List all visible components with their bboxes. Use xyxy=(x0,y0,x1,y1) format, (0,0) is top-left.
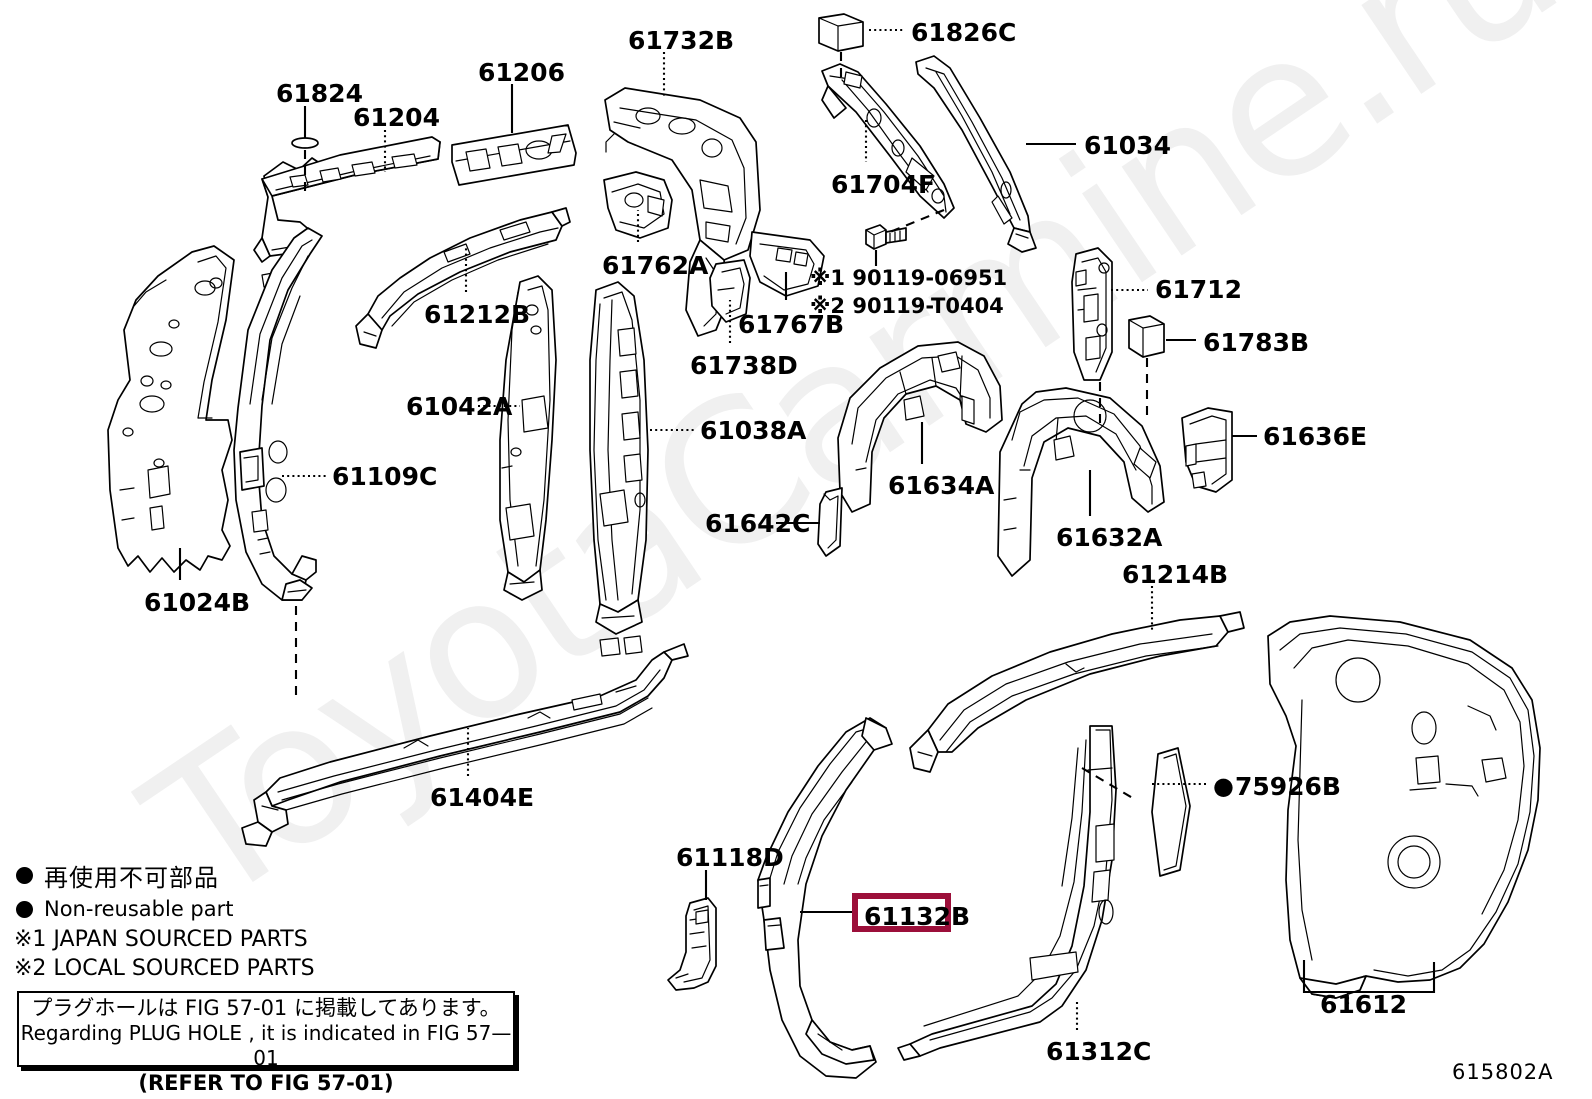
part-number-61783B[interactable]: 61783B xyxy=(1203,328,1310,357)
bolt-spec-line-1: ※1 90119-06951 xyxy=(810,266,1008,290)
part-shape-61118D xyxy=(667,897,717,991)
part-number-61038A[interactable]: 61038A xyxy=(700,416,807,445)
note-line-refer: (REFER TO FIG 57-01) xyxy=(138,1071,394,1095)
part-number-61214B[interactable]: 61214B xyxy=(1122,560,1229,589)
part-shape-75926B xyxy=(1151,747,1191,877)
part-number-61732B[interactable]: 61732B xyxy=(628,26,735,55)
highlighted-part-61132B[interactable]: 61132B xyxy=(852,893,970,932)
part-shape-61042A xyxy=(499,275,557,601)
part-shape-61034 xyxy=(915,55,1037,253)
part-number-61212B[interactable]: 61212B xyxy=(424,300,531,329)
legend-row-en: Non-reusable part xyxy=(16,897,233,921)
part-shape-61738D xyxy=(709,259,751,323)
legend: 再使用不可部品 Non-reusable part xyxy=(16,858,233,925)
part-number-61042A[interactable]: 61042A xyxy=(406,392,513,421)
part-shape-61404E xyxy=(241,643,689,847)
part-number-61826C[interactable]: 61826C xyxy=(911,18,1017,47)
part-number-61109C[interactable]: 61109C xyxy=(332,462,438,491)
part-shape-61824 xyxy=(291,137,319,149)
figure-code: 615802A xyxy=(1452,1060,1554,1084)
legend-label-jp: 再使用不可部品 xyxy=(44,864,219,892)
note-line-en: Regarding PLUG HOLE , it is indicated in… xyxy=(20,1021,512,1070)
part-shape-61826C xyxy=(818,13,864,52)
part-number-75926B[interactable]: 75926B xyxy=(1213,772,1341,801)
legend-label-en: Non-reusable part xyxy=(44,897,234,921)
part-number-61312C[interactable]: 61312C xyxy=(1046,1037,1152,1066)
bolt-spec-line-2: ※2 90119-T0404 xyxy=(810,294,1004,318)
part-number-61704F[interactable]: 61704F xyxy=(831,170,936,199)
part-number-61738D[interactable]: 61738D xyxy=(690,351,798,380)
part-shape-61767B xyxy=(749,231,825,297)
part-number-61612[interactable]: 61612 xyxy=(1320,990,1407,1019)
part-number-61034[interactable]: 61034 xyxy=(1084,131,1171,160)
part-shape-61704F xyxy=(821,63,955,219)
part-number-61632A[interactable]: 61632A xyxy=(1056,523,1163,552)
part-shape-61634A xyxy=(837,341,1003,513)
note-line-jp: プラグホールは FIG 57-01 に掲載してあります。 xyxy=(31,996,501,1020)
part-number-61118D[interactable]: 61118D xyxy=(676,843,784,872)
part-number-61762A[interactable]: 61762A xyxy=(602,251,709,280)
part-shape-61762A xyxy=(603,171,673,239)
highlighted-part-number: 61132B xyxy=(864,902,971,931)
legend-row-jp: 再使用不可部品 xyxy=(16,858,233,893)
part-number-61206[interactable]: 61206 xyxy=(478,58,565,87)
part-shape-61024B xyxy=(107,245,235,573)
part-number-61712[interactable]: 61712 xyxy=(1155,275,1242,304)
part-number-61636E[interactable]: 61636E xyxy=(1263,422,1368,451)
part-number-61404E[interactable]: 61404E xyxy=(430,783,535,812)
part-shape-61642C xyxy=(817,487,843,557)
sourced-parts-line-2: ※2 LOCAL SOURCED PARTS xyxy=(14,956,315,981)
part-shape-61109C xyxy=(233,227,323,601)
part-shape-61132B xyxy=(757,717,893,1079)
part-shape-61612 xyxy=(1267,615,1541,999)
non-reusable-dot-icon-2 xyxy=(16,900,33,918)
sourced-parts-note: ※1 JAPAN SOURCED PARTS ※2 LOCAL SOURCED … xyxy=(14,925,315,983)
part-shape-61636E xyxy=(1181,407,1233,493)
sourced-parts-line-1: ※1 JAPAN SOURCED PARTS xyxy=(14,927,308,952)
part-number-61204[interactable]: 61204 xyxy=(353,103,440,132)
part-number-61024B[interactable]: 61024B xyxy=(144,588,251,617)
plug-hole-note-box: プラグホールは FIG 57-01 に掲載してあります。 Regarding P… xyxy=(17,991,515,1095)
part-shape-bolt-90119 xyxy=(865,224,907,250)
bolt-spec-note: ※1 90119-06951 ※2 90119-T0404 xyxy=(810,264,1007,320)
part-shape-61204 xyxy=(253,136,441,288)
part-shape-61212B xyxy=(355,207,571,349)
part-shape-61632A xyxy=(997,387,1165,577)
part-number-61642C[interactable]: 61642C xyxy=(705,509,811,538)
part-shape-61038A xyxy=(589,281,649,657)
part-shape-61214B xyxy=(909,611,1245,773)
part-number-61634A[interactable]: 61634A xyxy=(888,471,995,500)
part-shape-61783B xyxy=(1128,315,1165,358)
part-number-61824[interactable]: 61824 xyxy=(276,79,363,108)
part-number-61767B[interactable]: 61767B xyxy=(738,310,845,339)
part-shape-61712 xyxy=(1071,247,1113,381)
non-reusable-dot-icon xyxy=(16,867,33,884)
part-shape-61206 xyxy=(451,124,577,186)
